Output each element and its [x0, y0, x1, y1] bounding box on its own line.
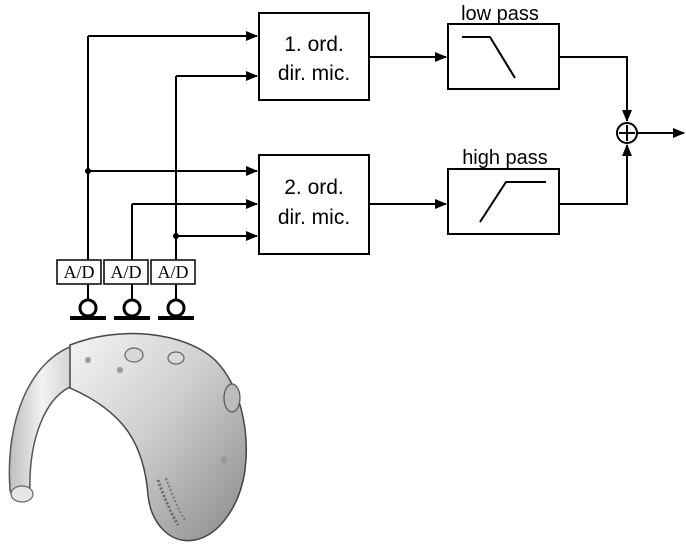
ad-converter-2-label: A/D [111, 262, 142, 282]
high-pass-label: high pass [462, 147, 548, 169]
ad-converter-3: A/D [150, 259, 196, 285]
ad-converter-1-label: A/D [64, 262, 95, 282]
ad-converter-1: A/D [56, 259, 102, 285]
high-pass-response-icon [479, 181, 546, 223]
second-order-label-line2: dir. mic. [278, 206, 350, 229]
low-pass-response-icon [462, 36, 516, 79]
low-pass-filter-block: low pass [447, 3, 560, 90]
hearing-aid-illustration [8, 332, 247, 542]
second-order-label-line1: 2. ord. [284, 176, 344, 199]
microphone-icon [70, 284, 106, 320]
first-order-label-line1: 1. ord. [284, 33, 344, 56]
ad-converter-2: A/D [103, 259, 149, 285]
first-order-dir-mic-block: 1. ord. dir. mic. [258, 12, 370, 101]
first-order-label-line2: dir. mic. [278, 62, 350, 85]
second-order-dir-mic-block: 2. ord. dir. mic. [258, 154, 370, 255]
high-pass-filter-block: high pass [447, 147, 560, 235]
signal-wires [87, 31, 685, 260]
summing-junction [616, 122, 638, 144]
low-pass-label: low pass [461, 3, 539, 25]
microphone-icon [114, 284, 150, 320]
junction-dots [85, 168, 179, 239]
microphone-icon [158, 284, 194, 320]
ad-converter-3-label: A/D [158, 262, 189, 282]
